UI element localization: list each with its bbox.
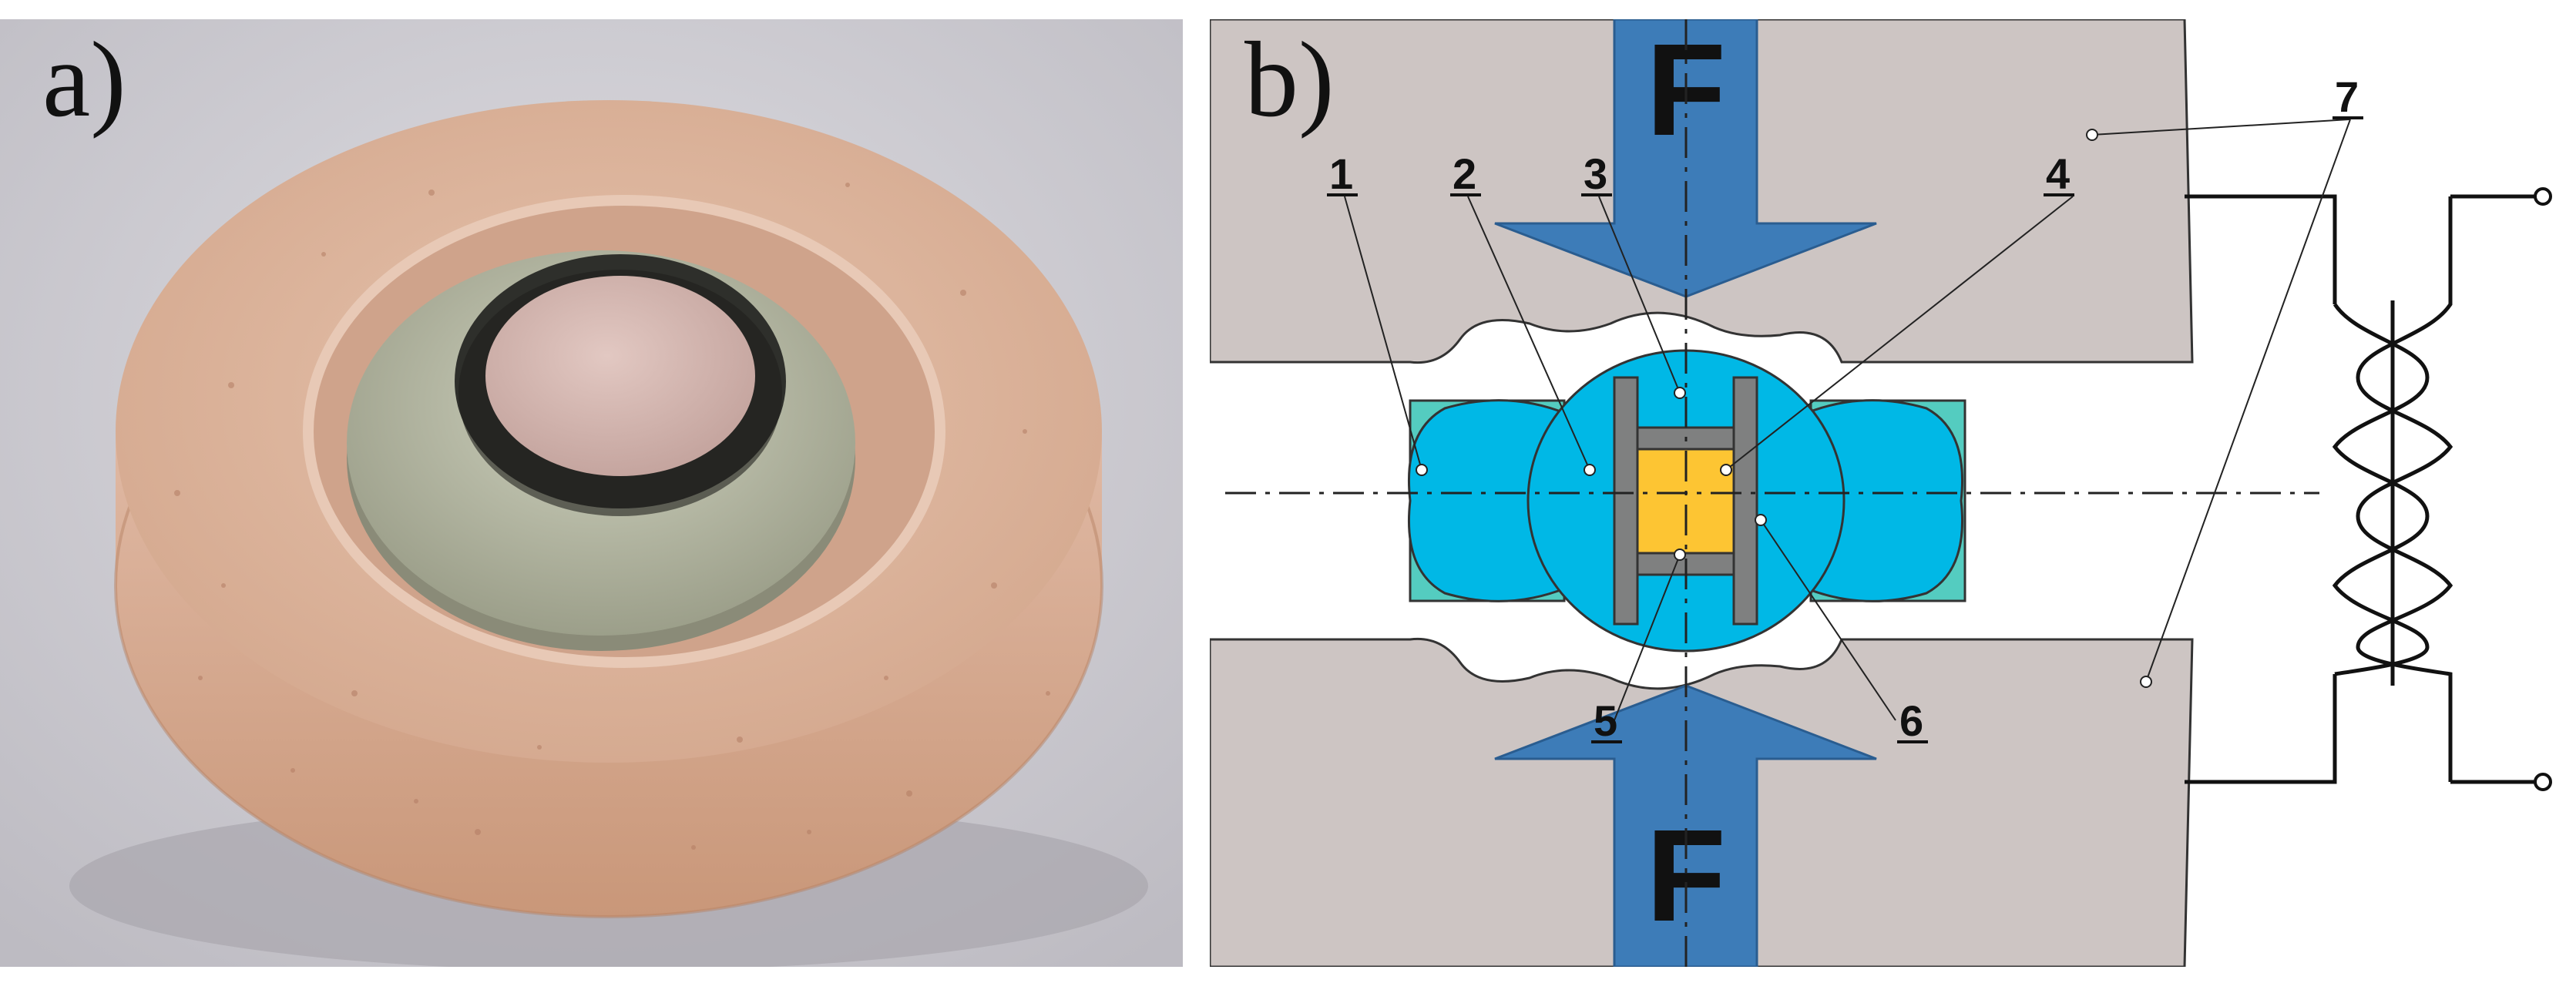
- primary-coil: [2332, 303, 2430, 676]
- transformer-wire-top: [2185, 194, 2337, 304]
- leader-dots: [1416, 129, 2152, 688]
- leader-lines: [1344, 119, 2351, 721]
- ceramic-texture: [174, 183, 1050, 850]
- callout-3: 3: [1584, 149, 1607, 198]
- secondary-coil: [2356, 196, 2453, 782]
- transformer-wire-bottom: [2185, 674, 2337, 784]
- heater-left: [1613, 376, 1639, 626]
- callout-7: 7: [2335, 72, 2359, 121]
- callout-2: 2: [1453, 149, 1476, 198]
- panel-b-label: b): [1244, 20, 1335, 139]
- sample-disc: [485, 276, 755, 476]
- callout-4: 4: [2046, 149, 2070, 198]
- recess-rim: [303, 195, 945, 668]
- callout-6: 6: [1899, 696, 1923, 745]
- callout-numbers: 1 2 3 4 5 6 7: [1327, 72, 2363, 745]
- terminal-top: [2534, 187, 2552, 206]
- panel-b-diagram: F F: [1210, 19, 2576, 967]
- panel-a-photo: a): [0, 19, 1183, 967]
- heater-right: [1732, 376, 1758, 626]
- callout-5: 5: [1594, 696, 1617, 745]
- panel-a-label: a): [42, 20, 126, 139]
- bottom-force-arrow: [1494, 684, 1877, 967]
- terminal-bottom: [2534, 773, 2552, 791]
- bottom-force-label: F: [1646, 803, 1726, 949]
- callout-1: 1: [1329, 149, 1353, 198]
